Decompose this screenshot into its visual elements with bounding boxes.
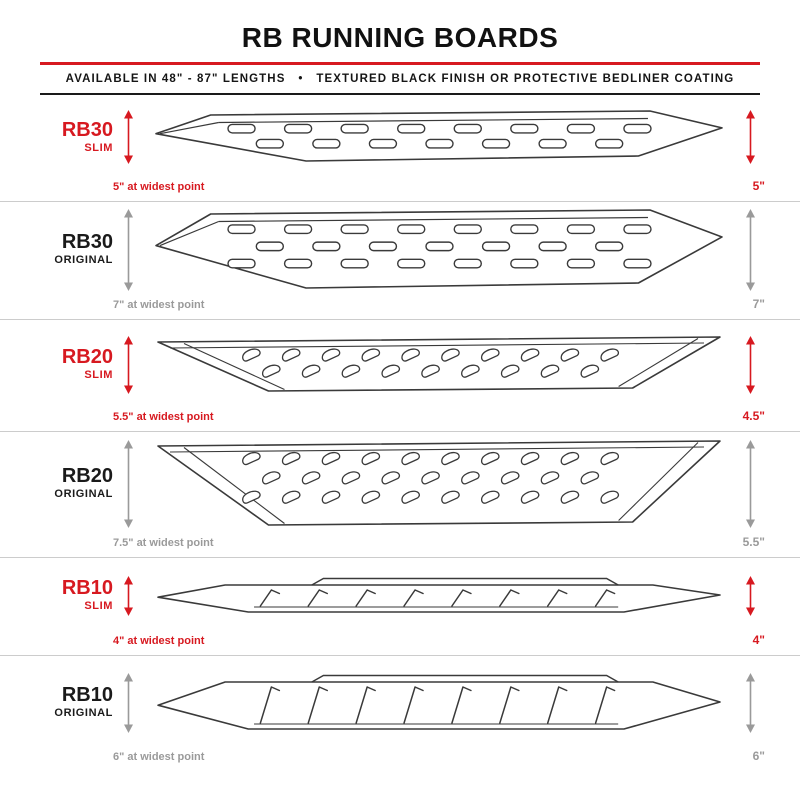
product-row-rb10-original: RB10 ORIGINAL 6" at widest point 6" <box>0 655 800 771</box>
variant-name: SLIM <box>84 141 113 154</box>
model-name: RB30 <box>61 231 113 254</box>
height-arrow-right-icon <box>735 575 765 616</box>
model-name: RB10 <box>61 577 113 600</box>
rb30-original-illustration <box>143 206 735 294</box>
variant-name: SLIM <box>84 369 113 382</box>
product-rows: RB30 SLIM 5" at widest point 5" RB30 ORI… <box>0 95 800 771</box>
variant-name: SLIM <box>84 600 113 613</box>
height-arrow-left-icon <box>113 335 143 394</box>
widest-point-note: 7" at widest point <box>113 299 205 311</box>
widest-point-note: 6" at widest point <box>113 751 205 763</box>
product-row-rb30-slim: RB30 SLIM 5" at widest point 5" <box>0 95 800 201</box>
product-label: RB10 SLIM <box>35 578 113 613</box>
widest-point-note: 5" at widest point <box>113 181 205 193</box>
variant-name: ORIGINAL <box>54 707 113 720</box>
height-arrow-right-icon <box>735 208 765 291</box>
product-row-rb30-original: RB30 ORIGINAL 7" at widest point 7" <box>0 201 800 319</box>
product-row-rb10-slim: RB10 SLIM 4" at widest point 4" <box>0 557 800 655</box>
rb10-slim-illustration <box>143 573 735 619</box>
rb30-slim-illustration <box>143 107 735 167</box>
height-arrow-left-icon <box>113 110 143 164</box>
page-title: RB RUNNING BOARDS <box>241 22 559 53</box>
product-label: RB30 ORIGINAL <box>35 232 113 267</box>
height-dimension: 5.5" <box>742 535 765 549</box>
height-arrow-right-icon <box>735 110 765 164</box>
rb10-original-illustration <box>143 670 735 736</box>
variant-name: ORIGINAL <box>54 254 113 267</box>
height-dimension: 6" <box>752 749 765 763</box>
product-row-rb20-original: RB20 ORIGINAL 7.5" at widest point 5.5" <box>0 431 800 557</box>
model-name: RB20 <box>61 465 113 488</box>
model-name: RB20 <box>61 346 113 369</box>
product-row-rb20-slim: RB20 SLIM 5.5" at widest point 4.5" <box>0 319 800 431</box>
variant-name: ORIGINAL <box>54 488 113 501</box>
rb20-original-illustration <box>143 437 735 531</box>
height-arrow-left-icon <box>113 672 143 733</box>
widest-point-note: 7.5" at widest point <box>113 537 214 549</box>
model-name: RB10 <box>61 684 113 707</box>
product-label: RB20 SLIM <box>35 347 113 382</box>
height-dimension: 5" <box>752 179 765 193</box>
height-dimension: 7" <box>752 297 765 311</box>
header: RB RUNNING BOARDS AVAILABLE IN 48" - 87"… <box>0 0 800 95</box>
product-label: RB10 ORIGINAL <box>35 685 113 720</box>
red-divider <box>40 62 760 65</box>
height-arrow-left-icon <box>113 575 143 616</box>
height-arrow-right-icon <box>735 335 765 394</box>
height-arrow-left-icon <box>113 439 143 528</box>
subtitle: AVAILABLE IN 48" - 87" LENGTHS • TEXTURE… <box>65 73 735 85</box>
height-arrow-left-icon <box>113 208 143 291</box>
height-dimension: 4" <box>752 633 765 647</box>
height-arrow-right-icon <box>735 672 765 733</box>
height-arrow-right-icon <box>735 439 765 528</box>
widest-point-note: 4" at widest point <box>113 635 205 647</box>
widest-point-note: 5.5" at widest point <box>113 411 214 423</box>
height-dimension: 4.5" <box>742 409 765 423</box>
product-label: RB20 ORIGINAL <box>35 466 113 501</box>
black-divider <box>40 93 760 95</box>
rb20-slim-illustration <box>143 333 735 397</box>
product-label: RB30 SLIM <box>35 118 113 155</box>
model-name: RB30 <box>61 118 113 141</box>
